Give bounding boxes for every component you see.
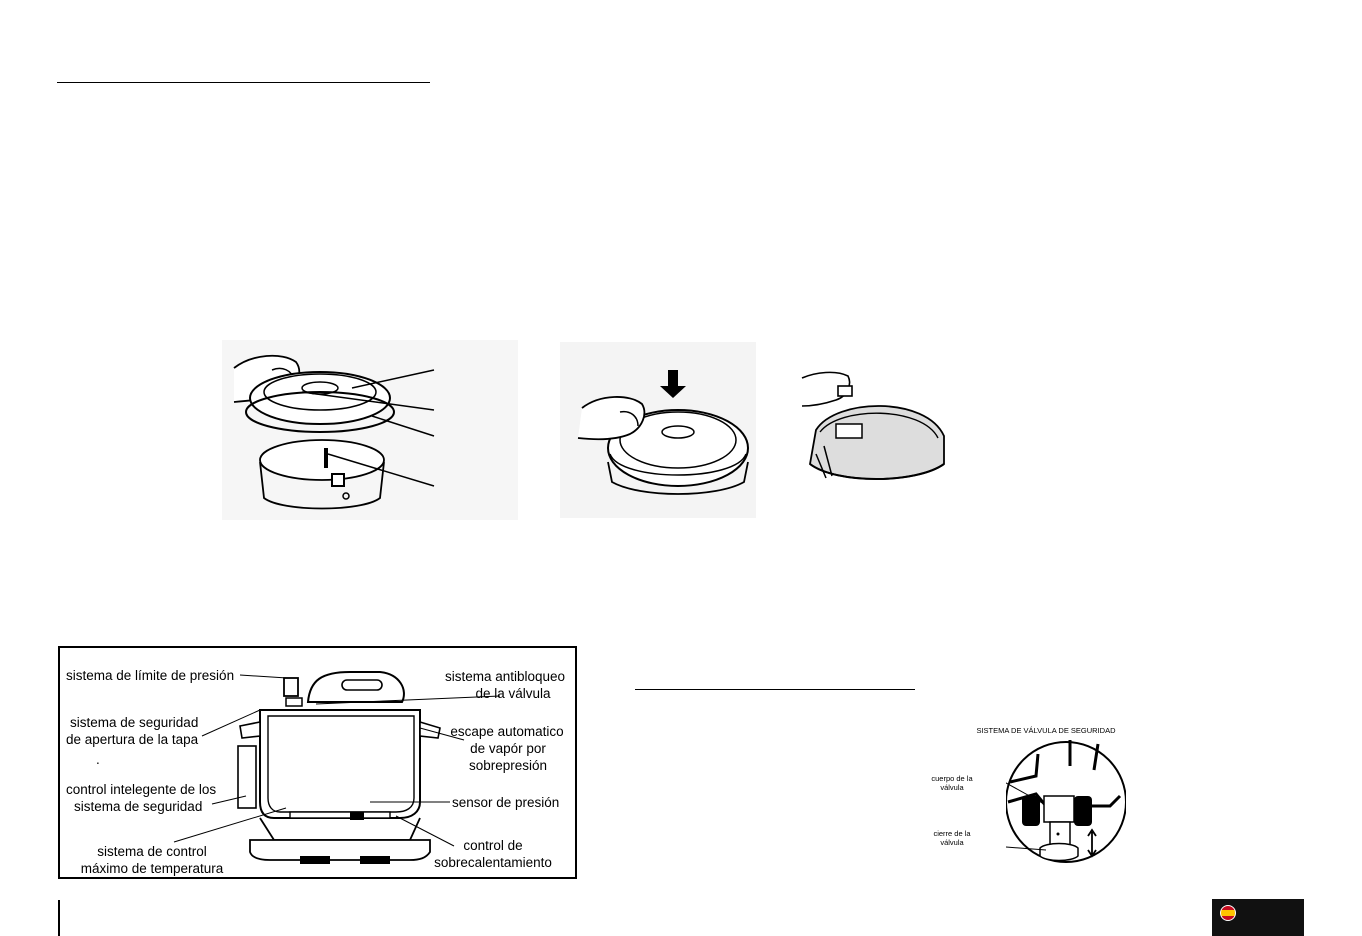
- page-margin-line: [58, 900, 60, 936]
- label-smart-control-line1: control intelegente de los: [66, 782, 217, 797]
- lid-disassembly-illustration: [222, 340, 518, 520]
- label-max-temp-line1: sistema de control: [97, 844, 207, 859]
- label-lid-safety-line2: de apertura de la tapa: [66, 732, 199, 747]
- label-pressure-sensor: sensor de presión: [452, 795, 560, 810]
- safety-valve-diagram: SISTEMA DE VÁLVULA DE SEGURIDAD cuerpo d…: [920, 724, 1130, 870]
- valve-body-label-line2: válvula: [940, 783, 964, 792]
- label-antiblock-line2: de la válvula: [475, 686, 551, 701]
- label-auto-escape-line1: escape automatico: [450, 724, 564, 739]
- valve-install-illustration: [801, 371, 945, 480]
- label-pressure-limit: sistema de límite de presión: [66, 668, 235, 683]
- section-heading-rule: [57, 82, 430, 83]
- cooker-safety-systems-panel: sistema de límite de presión sistema de …: [58, 646, 577, 879]
- label-auto-escape-line2: de vapór por: [470, 741, 546, 756]
- valve-seal-label-line1: cierre de la: [933, 829, 971, 838]
- label-dot: .: [96, 752, 100, 767]
- language-tab: [1212, 899, 1304, 936]
- label-auto-escape-line3: sobrepresión: [468, 758, 548, 773]
- lid-press-illustration: [560, 342, 756, 518]
- label-leader-lines: [173, 674, 501, 847]
- label-smart-control-line2: sistema de seguridad: [74, 799, 203, 814]
- label-lid-safety-line1: sistema de seguridad: [70, 715, 199, 730]
- pressure-cooker-diagram: [237, 671, 441, 864]
- valve-diagram-title: SISTEMA DE VÁLVULA DE SEGURIDAD: [976, 726, 1116, 735]
- label-max-temp-line2: máximo de temperatura: [80, 861, 224, 876]
- valve-section-heading-rule: [635, 689, 915, 690]
- valve-cross-section: [1006, 740, 1126, 863]
- valve-seal-label-line2: válvula: [940, 838, 964, 847]
- spain-flag-icon: [1220, 905, 1236, 921]
- label-overheat-line2: sobrecalentamiento: [434, 855, 552, 870]
- label-overheat-line1: control de: [463, 838, 523, 853]
- valve-body-label-line1: cuerpo de la: [931, 774, 973, 783]
- label-antiblock-line1: sistema antibloqueo: [444, 669, 566, 684]
